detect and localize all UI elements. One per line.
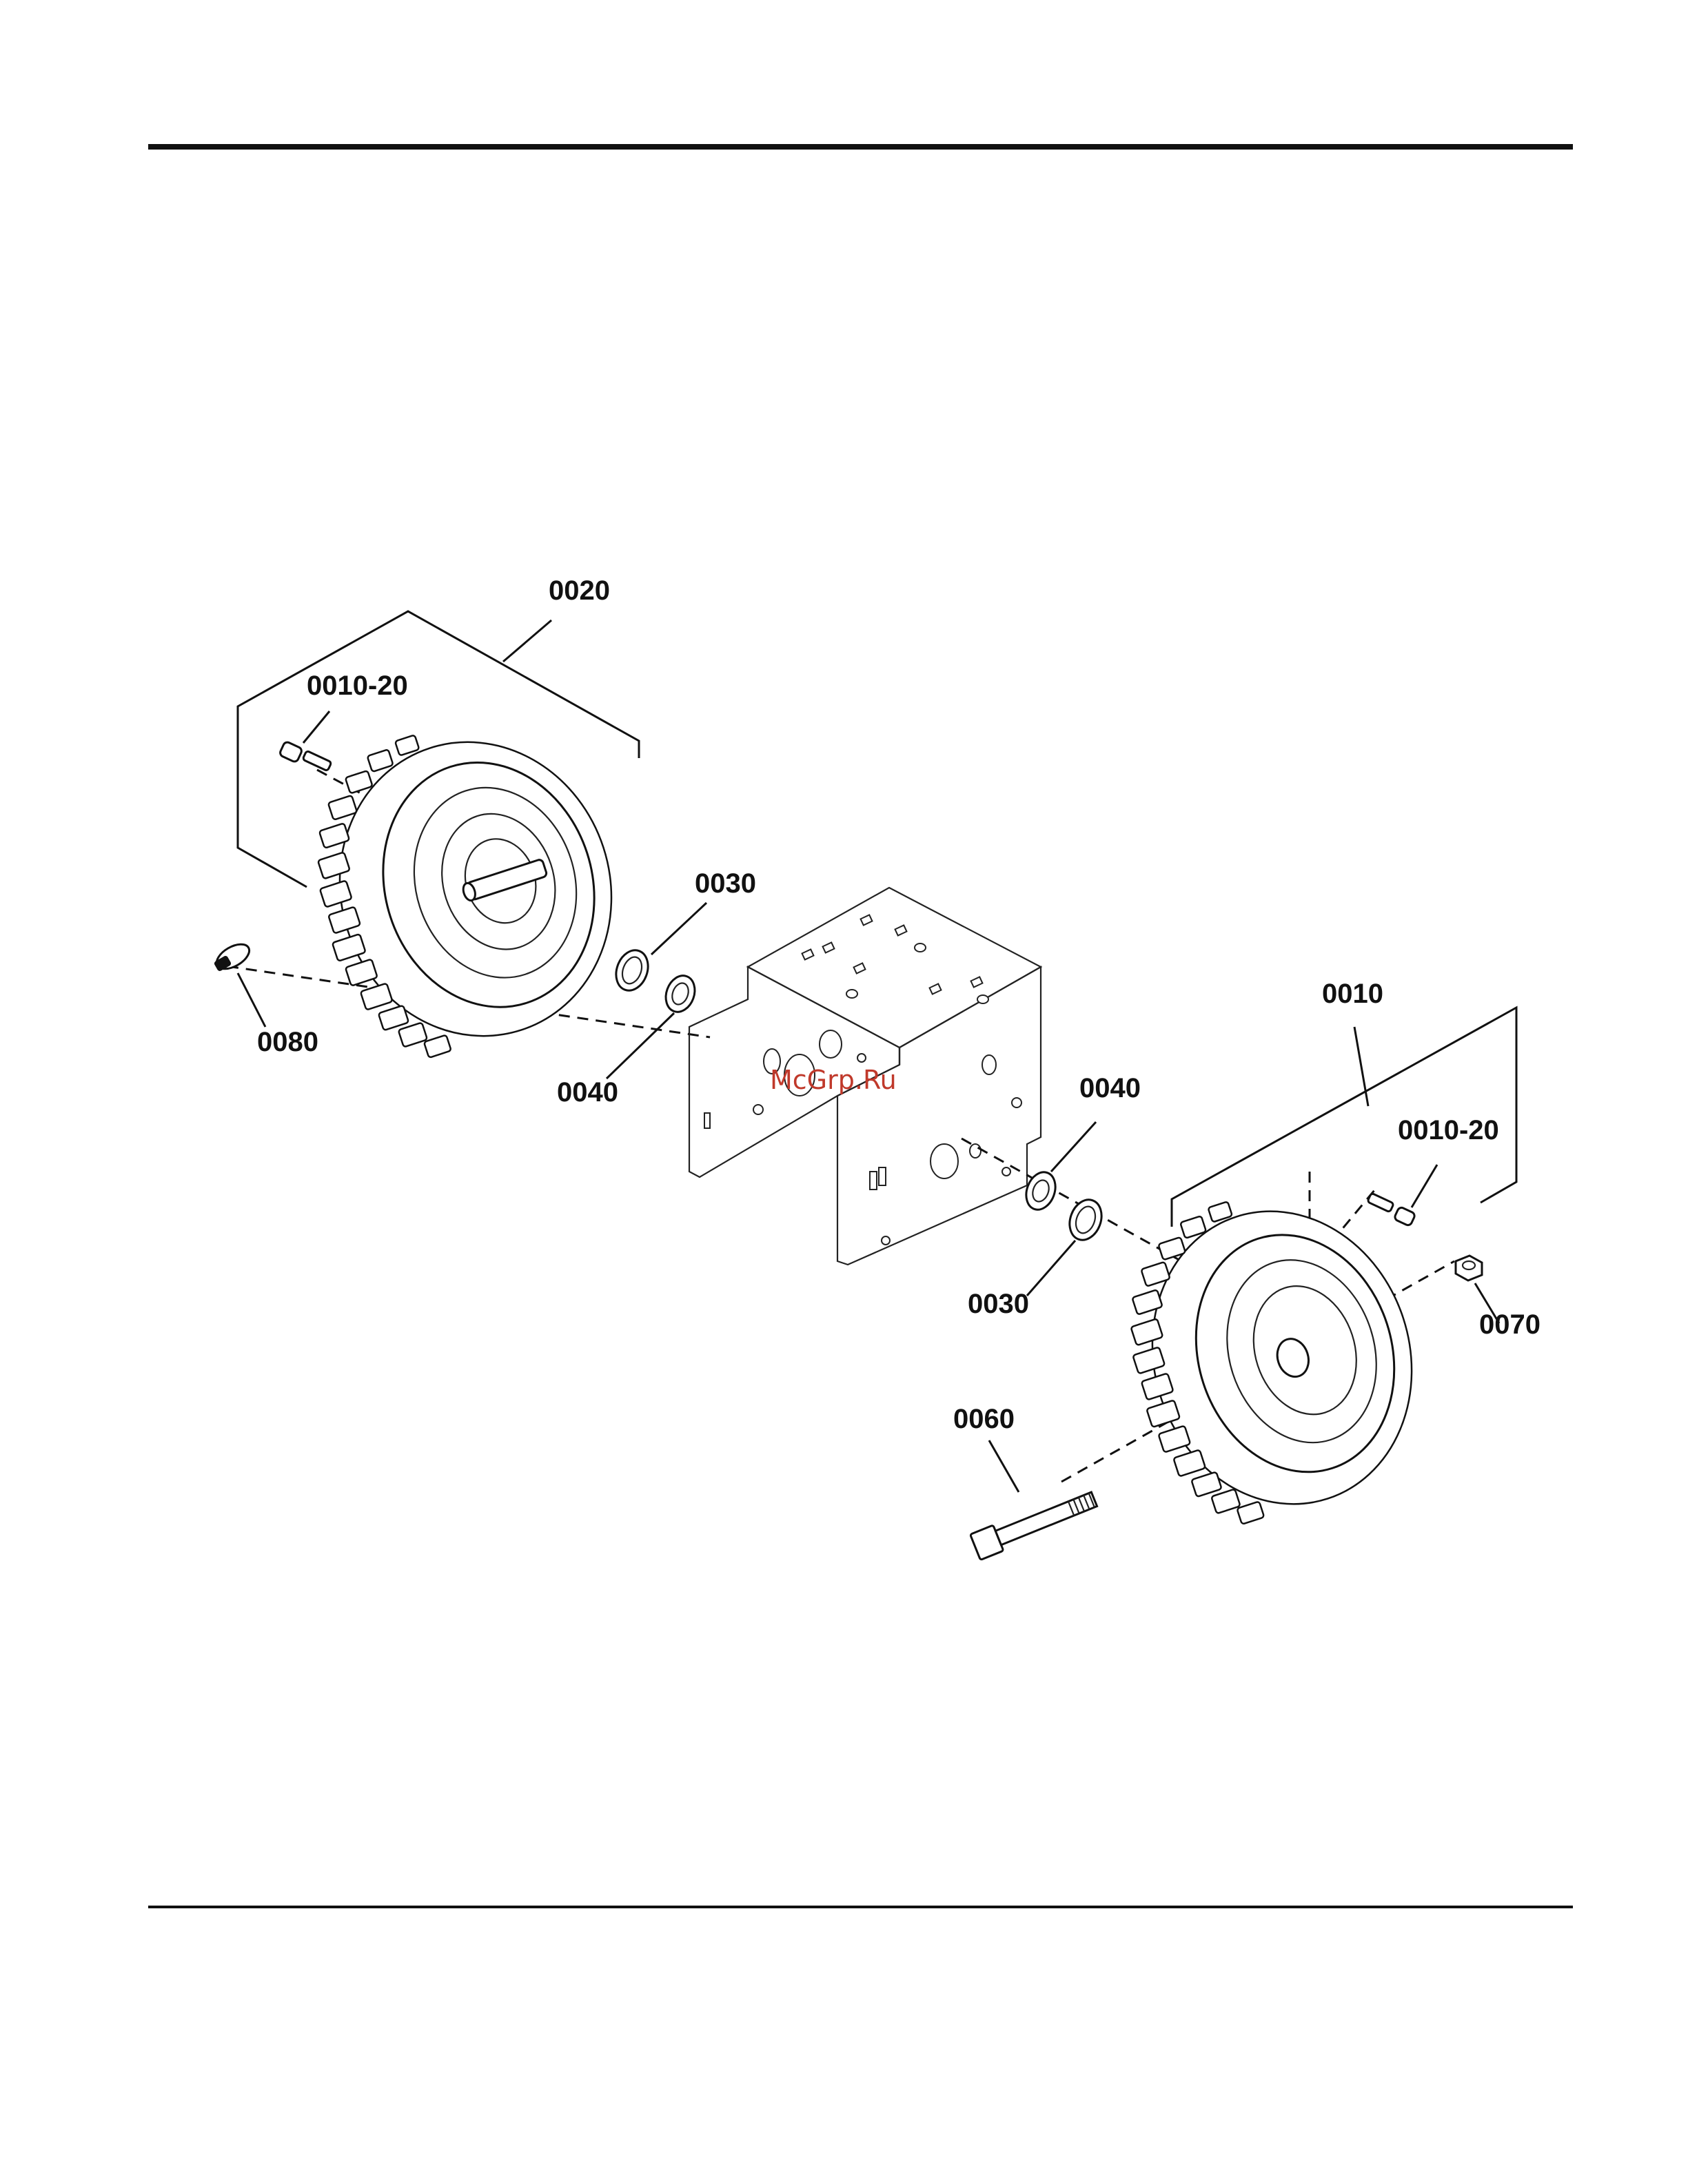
nut-0070: [1456, 1256, 1482, 1280]
leader-0030-right: [1027, 1241, 1075, 1296]
label-0030-right: 0030: [968, 1289, 1029, 1319]
leader-0010-20-left: [303, 711, 329, 743]
label-0010: 0010: [1322, 979, 1383, 1009]
washer-left: [661, 972, 700, 1016]
bolt-0060: [970, 1487, 1099, 1560]
label-0020: 0020: [549, 575, 610, 606]
leader-0020: [503, 620, 551, 662]
leader-0040-right: [1051, 1122, 1096, 1172]
label-0010-20-right: 0010-20: [1398, 1115, 1499, 1145]
label-0010-20-left: 0010-20: [307, 671, 408, 701]
watermark: McGrp.Ru: [770, 1065, 897, 1095]
bottom-rule: [148, 1906, 1573, 1908]
leader-0060: [989, 1440, 1019, 1492]
right-wheel-group: [962, 1008, 1516, 1560]
leader-0030-left: [651, 903, 706, 955]
leader-0080: [238, 973, 265, 1027]
leader-0010-20-right: [1412, 1165, 1437, 1207]
valve-stem-left: [279, 741, 332, 771]
label-0040-right: 0040: [1079, 1073, 1141, 1103]
top-rule: [148, 144, 1573, 150]
retaining-ring-right: [1064, 1195, 1107, 1244]
label-0030-left: 0030: [695, 868, 756, 899]
retaining-ring-left: [611, 946, 653, 994]
label-0060: 0060: [953, 1404, 1015, 1434]
label-0070: 0070: [1479, 1309, 1540, 1340]
left-wheel-group: [212, 611, 710, 1079]
label-0080: 0080: [257, 1027, 318, 1057]
label-0040-left: 0040: [557, 1077, 618, 1108]
valve-stem-right: [1367, 1193, 1416, 1227]
left-tire: [279, 690, 649, 1077]
